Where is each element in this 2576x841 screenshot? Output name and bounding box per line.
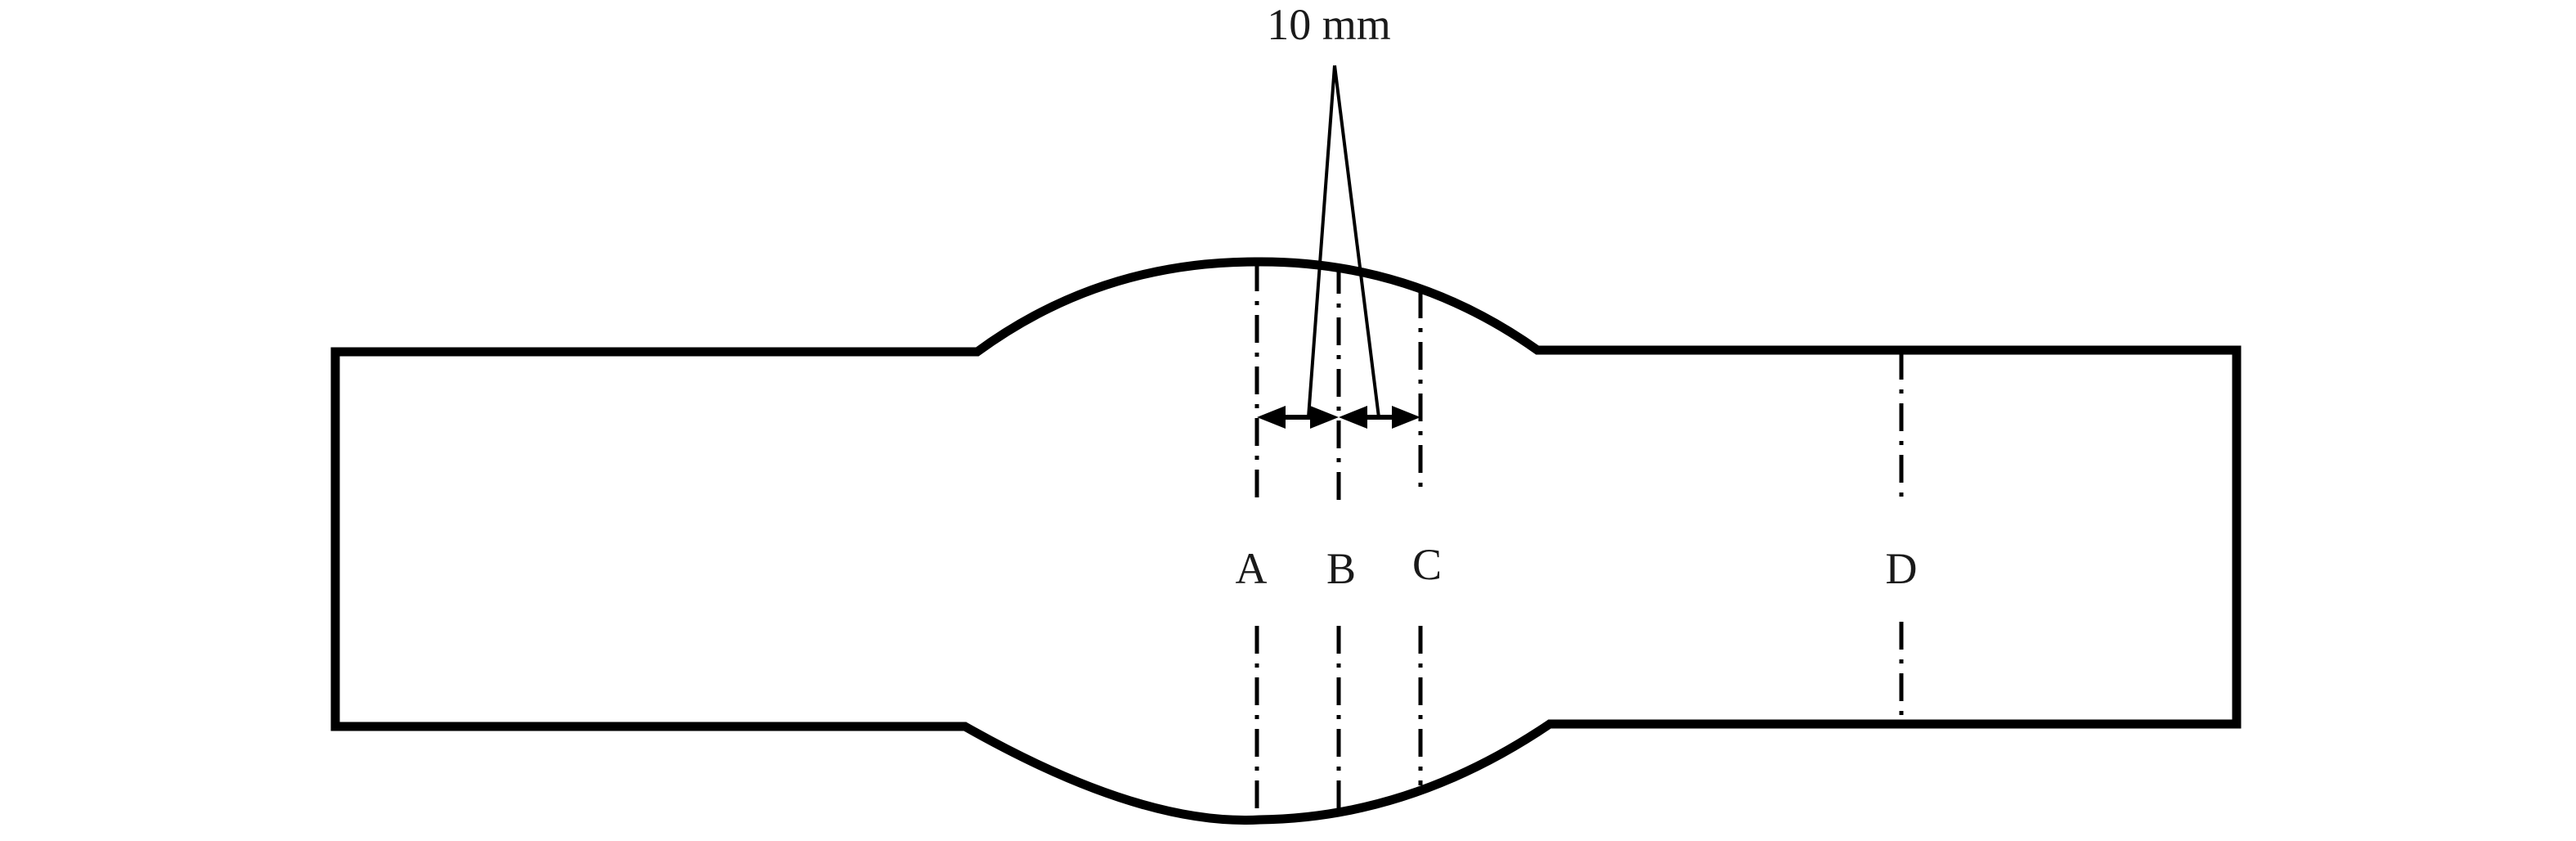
section-label-b: B	[1326, 544, 1356, 593]
arrowhead-b-right	[1339, 406, 1367, 429]
leader-lines	[1307, 65, 1380, 418]
arrowhead-b-left	[1310, 406, 1339, 429]
section-label-c: C	[1412, 540, 1442, 589]
section-label-a: A	[1236, 544, 1268, 593]
dimension-label: 10 mm	[1267, 0, 1391, 49]
arrowhead-a	[1257, 406, 1286, 429]
section-label-d: D	[1886, 544, 1918, 593]
arrowhead-c	[1392, 406, 1420, 429]
specimen-outline	[330, 257, 2242, 825]
dimension-line-a-b	[1257, 406, 1339, 429]
dimension-line-b-c	[1339, 406, 1420, 429]
